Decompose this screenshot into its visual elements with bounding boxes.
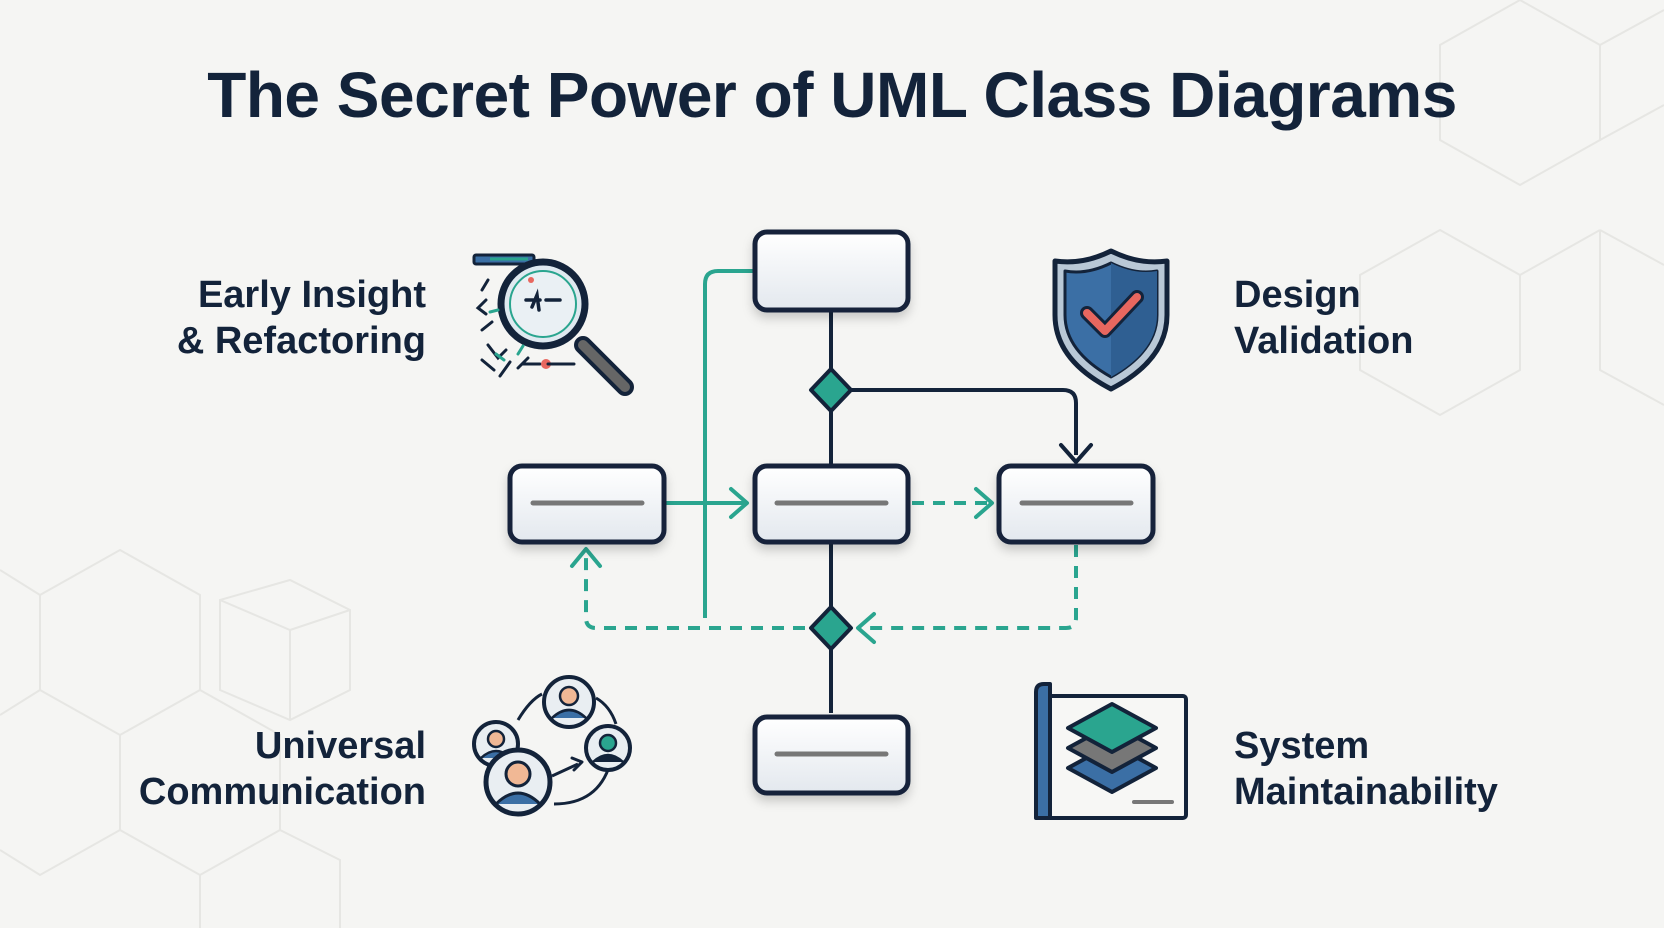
connector-teal-solid: [703, 269, 755, 618]
benefit-line: Universal: [254, 725, 426, 767]
connector-left-return-dashed: [584, 552, 805, 630]
benefit-line: Communication: [138, 771, 426, 813]
connector-branch-right: [831, 388, 1078, 455]
layered-blueprint-icon: [1034, 682, 1188, 820]
benefit-label-system-maintainability: System Maintainability: [1234, 723, 1498, 815]
page-title: The Secret Power of UML Class Diagrams: [207, 59, 1457, 131]
shield-check-icon: [1052, 248, 1170, 392]
arrowhead: [729, 487, 749, 519]
connector-right-return-dashed: [860, 545, 1078, 630]
arrowhead: [570, 547, 602, 568]
people-network-icon: [472, 675, 632, 817]
benefit-line: System: [1234, 725, 1370, 767]
person-right-icon: [584, 724, 632, 772]
arrowhead: [856, 612, 876, 644]
class-box-middle: [752, 463, 911, 545]
class-box-right: [996, 463, 1156, 545]
benefit-line: Design: [1234, 274, 1361, 316]
benefit-line: Maintainability: [1234, 771, 1498, 813]
benefit-line: Validation: [1234, 320, 1414, 362]
benefit-label-design-validation: Design Validation: [1234, 272, 1413, 364]
class-box-left: [507, 463, 667, 545]
class-box-top: [752, 229, 911, 313]
benefit-label-early-insight: Early Insight & Refactoring: [177, 272, 426, 364]
magnifier-code-icon: [472, 253, 634, 396]
arrowhead: [1059, 443, 1093, 464]
arrowhead: [974, 487, 994, 519]
diamond-node-upper: [809, 367, 853, 413]
benefit-line: Early Insight: [197, 274, 426, 316]
benefit-label-universal-communication: Universal Communication: [139, 723, 426, 815]
diamond-node-lower: [809, 605, 853, 651]
benefit-line: & Refactoring: [176, 320, 426, 362]
class-box-bottom: [752, 714, 911, 796]
person-front-icon: [483, 747, 553, 817]
person-top-icon: [542, 675, 596, 729]
